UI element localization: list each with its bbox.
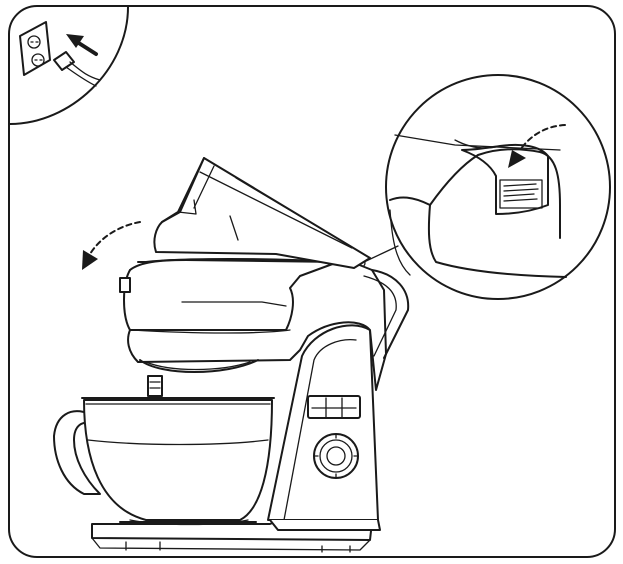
release-arrow-icon: [508, 124, 566, 168]
zoom-circle: [385, 74, 611, 300]
rating-label: [499, 179, 543, 209]
speed-control-knob[interactable]: [313, 433, 359, 479]
zoom-callout: [356, 74, 611, 300]
power-plug-icon: [53, 51, 101, 87]
mixer-body: [267, 324, 381, 531]
figure-frame: [8, 5, 616, 558]
inset-corner-arc: [9, 6, 129, 125]
control-panel-display: [307, 395, 361, 419]
mixing-bowl: [53, 397, 275, 526]
tilt-arrow-icon: [82, 221, 141, 270]
plug-in-arrow-icon: [66, 34, 98, 56]
stand-mixer: [53, 157, 410, 553]
mixer-head-raised: [153, 157, 371, 269]
wall-socket: [19, 21, 51, 76]
power-socket-inset: [9, 6, 129, 125]
head-lock-lever[interactable]: [119, 277, 131, 293]
mixer-head: [119, 258, 387, 391]
zoom-detail: [389, 134, 567, 278]
bowl-handle[interactable]: [53, 410, 101, 495]
hinge-arm: [363, 269, 410, 359]
beater-shaft: [147, 375, 163, 397]
